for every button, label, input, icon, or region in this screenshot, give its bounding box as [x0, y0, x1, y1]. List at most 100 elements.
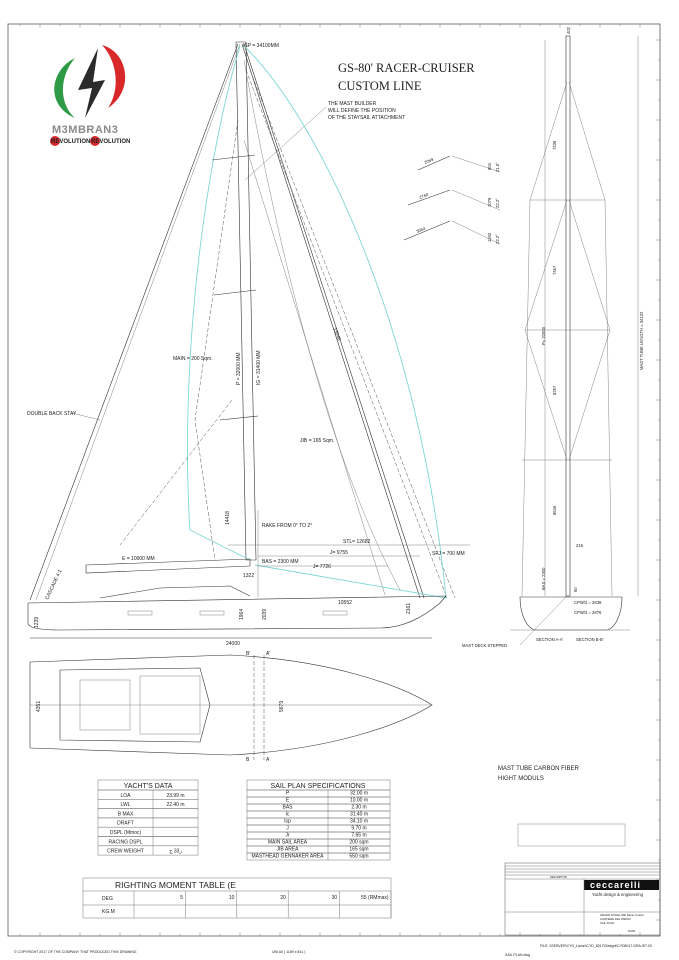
- spreader-angle: 22.2°: [495, 234, 500, 244]
- label-2039: 2039: [262, 609, 268, 620]
- label-jib-area: JIB = 165 Sqm.: [300, 438, 334, 444]
- label-isp: ISP = 34100MM: [243, 43, 279, 49]
- logo-badge-dot: [50, 136, 60, 146]
- gennaker-luff: [245, 69, 448, 599]
- table-cell-label: Isp: [284, 819, 291, 825]
- jib-leech: [243, 59, 401, 591]
- sail-specs-title: SAIL PLAN SPECIFICATIONS: [271, 783, 366, 790]
- table-cell-label: B MAX: [118, 811, 134, 817]
- table-cell-label: Ic: [286, 812, 290, 818]
- label-10552: 10552: [338, 600, 352, 606]
- deck-plan-view: [29, 654, 433, 760]
- table-cell-value: 32.00 m: [350, 791, 368, 797]
- label-section-b-bottom: B: [246, 757, 250, 763]
- table-row: [246, 810, 391, 819]
- mast-tube-note: MAST TUBE CARBON FIBER: [498, 766, 579, 772]
- frame-ruler-ticks: [19, 24, 660, 936]
- table-row: [97, 817, 199, 828]
- label-1964: 1964: [239, 609, 245, 620]
- forestay: [243, 43, 425, 599]
- diagonals: [524, 199, 611, 461]
- leader-line: [71, 412, 101, 421]
- leader-line: [244, 106, 327, 181]
- label-ig: IG = 31400 MM: [256, 350, 262, 385]
- table-cell-value: 200 sqm: [349, 840, 368, 846]
- table-row: [246, 852, 391, 861]
- deg-value: 30: [332, 895, 338, 901]
- hull-window: [199, 610, 225, 616]
- mast-segment: 8646: [552, 505, 557, 515]
- main-reef-line: [194, 119, 239, 561]
- mast-segment: 7439: [552, 140, 557, 150]
- yard-name: CANTIERE DEL PARDO: [600, 917, 632, 921]
- label-stl: STL= 12682: [343, 539, 371, 545]
- leader-line: [519, 595, 568, 646]
- logo-badge: REVOLUTION: [91, 139, 130, 145]
- copyright: © COPYRIGHT 2017 OF THE COMPANY THAT PRO…: [14, 950, 137, 954]
- label-60: 60: [573, 587, 578, 592]
- note-staysail: WILL DEFINE THE POSITION: [328, 108, 396, 114]
- table-cell-label: BAS: [282, 805, 293, 811]
- table-cell-label: Jr: [285, 833, 290, 839]
- logo-badge-dot: [90, 136, 100, 146]
- table-cell-value: 34.10 m: [350, 819, 368, 825]
- table-cell-value: 550 sqm: [349, 854, 368, 860]
- table-cell-label: MAIN SAIL AREA: [268, 840, 308, 846]
- label-215: 215: [576, 543, 584, 548]
- sail-plan-elevation: [27, 41, 470, 639]
- spreader-length: 2760: [419, 192, 430, 200]
- date-label: DATE: [628, 929, 635, 933]
- deg-value: 5: [180, 895, 183, 901]
- logo-badge: REVOLUTION: [51, 139, 90, 145]
- label-bas: BAS = 2300 MM: [262, 559, 299, 565]
- table-cell-value: 10.00 m: [350, 798, 368, 804]
- label-main-area: MAIN = 200 Sqm.: [173, 356, 213, 362]
- table-cell-label: J: [286, 826, 289, 832]
- label-forestay: 33040: [331, 327, 342, 342]
- label-loa: 24000: [226, 641, 240, 647]
- spreader-length: 2069: [424, 157, 435, 165]
- table-cell-label: MASTHEAD GENNAKER AREA: [252, 854, 325, 860]
- label-14418: 14418: [225, 511, 231, 525]
- table-cell-value: 165 sqm: [349, 847, 368, 853]
- main-reef-line: [119, 399, 233, 546]
- empty-note-box: [517, 823, 626, 847]
- righting-moment-title: RIGHTING MOMENT TABLE (E: [115, 880, 236, 890]
- label-j: J= 9755: [330, 550, 348, 556]
- label-mast-deck-stepped: MAST DECK STEPPED: [462, 643, 507, 648]
- table-cell-label: P: [286, 791, 290, 797]
- note-staysail: THE MAST BUILDER: [328, 101, 377, 107]
- mainsail-leech: [187, 45, 251, 561]
- label-p: P = 32000 MM: [236, 352, 242, 385]
- deg-value: 20: [280, 895, 286, 901]
- spreaders-front: [522, 199, 612, 461]
- label-section-a-bottom: A: [266, 757, 270, 763]
- hull-window: [127, 610, 153, 616]
- drawing-title: GS-80' RACER-CRUISER: [338, 61, 475, 75]
- table-cell-label: LWL: [121, 802, 131, 808]
- spreader-detail: [451, 220, 501, 245]
- table-cell-value: 7.65 m: [351, 833, 366, 839]
- spreader-offset: 1079: [487, 197, 492, 207]
- label-e: E = 10000 MM: [122, 556, 155, 562]
- spreader-offset: 1193: [487, 232, 492, 242]
- mast: [235, 41, 257, 561]
- label-section-a: SECTION A-A': [536, 637, 564, 642]
- label-cascade: CASCADE 4:1: [44, 569, 63, 601]
- gennaker-luff: [249, 69, 456, 599]
- deg-value: 10: [229, 895, 235, 901]
- table-cell-label: DSPL (Mmoc): [110, 830, 142, 836]
- hull-section: [519, 596, 623, 631]
- table-cell-label: JIB AREA: [277, 847, 300, 853]
- brand-name: ceccarelli: [590, 880, 641, 890]
- label-5679: 5679: [279, 701, 285, 712]
- spreader-details: [403, 155, 501, 245]
- mast-segment: 7467: [552, 265, 557, 275]
- mast-tube-note: HIGHT MODULS: [498, 776, 544, 782]
- label-sfj: SFJ = 700 MM: [432, 551, 465, 557]
- label-rake: RAKE FROM 0° TO 2°: [262, 523, 312, 529]
- label-402: 402: [566, 26, 571, 34]
- brand-bar: [584, 880, 659, 890]
